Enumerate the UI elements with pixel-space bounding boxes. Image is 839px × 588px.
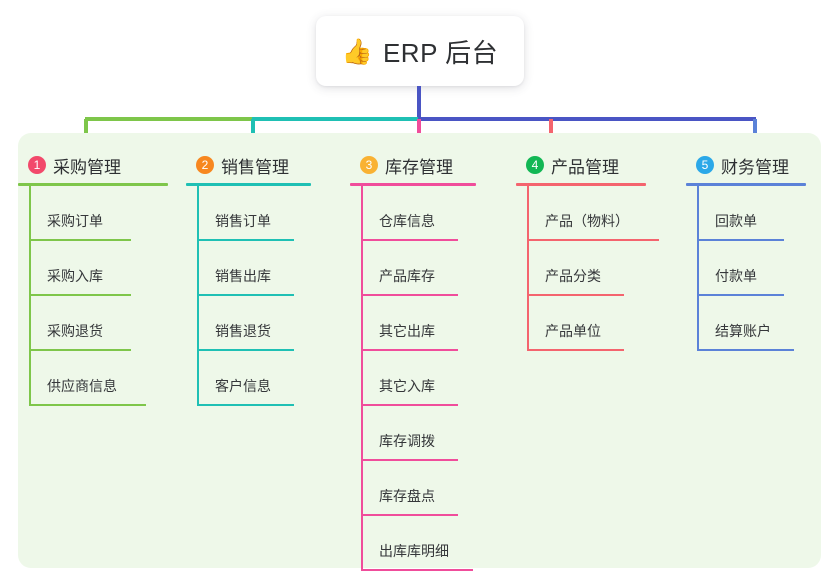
column-item-list: 销售订单销售出库销售退货客户信息: [197, 186, 294, 406]
list-item-label: 库存盘点: [379, 488, 435, 504]
column-title: 销售管理: [221, 157, 289, 177]
list-item-label: 采购退货: [47, 323, 103, 339]
column-header-rule: [686, 183, 806, 186]
column-5: 5 财务管理回款单付款单结算账户: [686, 150, 806, 351]
column-header-5[interactable]: 5 财务管理: [686, 150, 806, 180]
list-item-label: 销售退货: [215, 323, 271, 339]
list-item[interactable]: 产品分类: [529, 241, 624, 296]
column-number-badge: 5: [696, 156, 714, 174]
column-number-badge: 3: [360, 156, 378, 174]
root-node-content: 👍 ERP 后台: [342, 33, 498, 70]
column-number-badge: 2: [196, 156, 214, 174]
list-item-label: 出库库明细: [379, 543, 449, 559]
column-2: 2 销售管理销售订单销售出库销售退货客户信息: [186, 150, 311, 406]
column-header-3[interactable]: 3 库存管理: [350, 150, 476, 180]
list-item[interactable]: 客户信息: [199, 351, 294, 406]
list-item-label: 产品库存: [379, 268, 435, 284]
column-title: 财务管理: [721, 157, 789, 177]
column-3: 3 库存管理仓库信息产品库存其它出库其它入库库存调拨库存盘点出库库明细: [350, 150, 476, 571]
list-item-label: 供应商信息: [47, 378, 117, 394]
column-item-list: 采购订单采购入库采购退货供应商信息: [29, 186, 146, 406]
column-item-list: 回款单付款单结算账户: [697, 186, 794, 351]
list-item[interactable]: 其它出库: [363, 296, 458, 351]
list-item-label: 仓库信息: [379, 213, 435, 229]
column-header-2[interactable]: 2 销售管理: [186, 150, 311, 180]
list-item-label: 客户信息: [215, 378, 271, 394]
list-item[interactable]: 其它入库: [363, 351, 458, 406]
column-title: 产品管理: [551, 157, 619, 177]
root-node-title: ERP 后台: [382, 37, 499, 68]
list-item-label: 产品（物料）: [545, 213, 629, 229]
list-item[interactable]: 出库库明细: [363, 516, 473, 571]
list-item[interactable]: 销售出库: [199, 241, 294, 296]
list-item-label: 采购订单: [47, 213, 103, 229]
list-item[interactable]: 库存调拨: [363, 406, 458, 461]
column-header-rule: [516, 183, 646, 186]
column-header-rule: [350, 183, 476, 186]
list-item-label: 产品单位: [545, 323, 601, 339]
list-item[interactable]: 产品单位: [529, 296, 624, 351]
list-item-label: 销售订单: [215, 213, 271, 229]
list-item-label: 其它出库: [379, 323, 435, 339]
list-item-label: 库存调拨: [379, 433, 435, 449]
list-item-label: 付款单: [715, 268, 757, 284]
list-item[interactable]: 采购退货: [31, 296, 131, 351]
column-title: 采购管理: [53, 157, 121, 177]
thumbs-up-icon: 👍: [341, 36, 373, 66]
list-item[interactable]: 产品（物料）: [529, 186, 659, 241]
list-item[interactable]: 结算账户: [699, 296, 794, 351]
list-item-label: 结算账户: [715, 323, 771, 339]
list-item[interactable]: 库存盘点: [363, 461, 458, 516]
list-item[interactable]: 采购入库: [31, 241, 131, 296]
list-item[interactable]: 回款单: [699, 186, 784, 241]
list-item-label: 采购入库: [47, 268, 103, 284]
list-item[interactable]: 销售退货: [199, 296, 294, 351]
column-4: 4 产品管理产品（物料） 产品分类产品单位: [516, 150, 659, 351]
list-item-label: 回款单: [715, 213, 757, 229]
column-header-rule: [186, 183, 311, 186]
list-item[interactable]: 销售订单: [199, 186, 294, 241]
list-item[interactable]: 产品库存: [363, 241, 458, 296]
list-item[interactable]: 供应商信息: [31, 351, 146, 406]
column-item-list: 产品（物料） 产品分类产品单位: [527, 186, 659, 351]
list-item[interactable]: 采购订单: [31, 186, 131, 241]
column-title: 库存管理: [385, 157, 453, 177]
column-header-1[interactable]: 1 采购管理: [18, 150, 168, 180]
list-item-label: 销售出库: [215, 268, 271, 284]
list-item-label: 其它入库: [379, 378, 435, 394]
column-number-badge: 1: [28, 156, 46, 174]
column-number-badge: 4: [526, 156, 544, 174]
column-1: 1 采购管理采购订单采购入库采购退货供应商信息: [18, 150, 168, 406]
list-item-label: 产品分类: [545, 268, 601, 284]
root-node-card[interactable]: 👍 ERP 后台: [316, 16, 524, 86]
column-item-list: 仓库信息产品库存其它出库其它入库库存调拨库存盘点出库库明细: [361, 186, 473, 571]
list-item[interactable]: 仓库信息: [363, 186, 458, 241]
list-item[interactable]: 付款单: [699, 241, 784, 296]
column-header-rule: [18, 183, 168, 186]
column-header-4[interactable]: 4 产品管理: [516, 150, 646, 180]
